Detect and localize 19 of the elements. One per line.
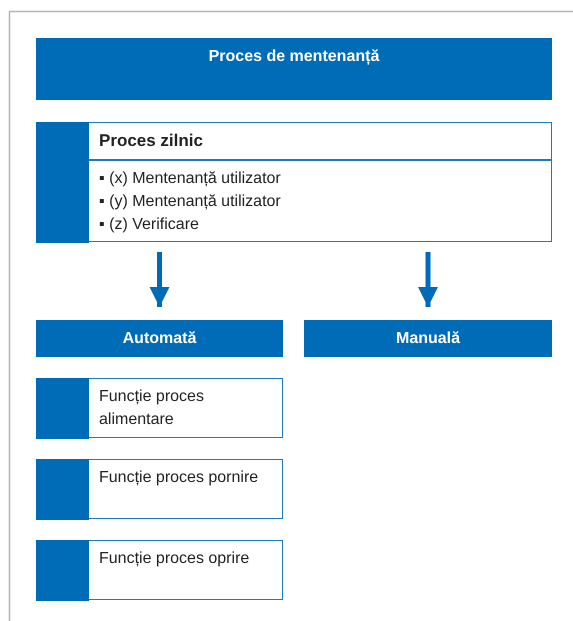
arrow (150, 252, 170, 307)
list-item: ▪ (x) Mentenanță utilizator (99, 169, 281, 189)
arrow (418, 252, 438, 307)
list-item: ▪ (y) Mentenanță utilizator (99, 192, 281, 212)
header-bar (36, 320, 283, 357)
body-text: Funcție proces pornire (99, 468, 260, 488)
process-box (36, 540, 283, 600)
heading-text: Proces zilnic (99, 130, 203, 152)
heading-text: Automată (122, 329, 198, 349)
process-box (36, 122, 552, 242)
process-box (36, 378, 283, 438)
header-bar (304, 320, 552, 357)
header-bar (36, 38, 552, 100)
heading-text: Manuală (394, 329, 462, 349)
process-box (36, 459, 283, 519)
list-item: ▪ (z) Verificare (99, 215, 199, 235)
heading-text: Proces de mentenanță (208, 47, 380, 67)
body-text: Funcție proces alimentare (99, 387, 205, 430)
body-text: Funcție proces oprire (99, 549, 250, 569)
